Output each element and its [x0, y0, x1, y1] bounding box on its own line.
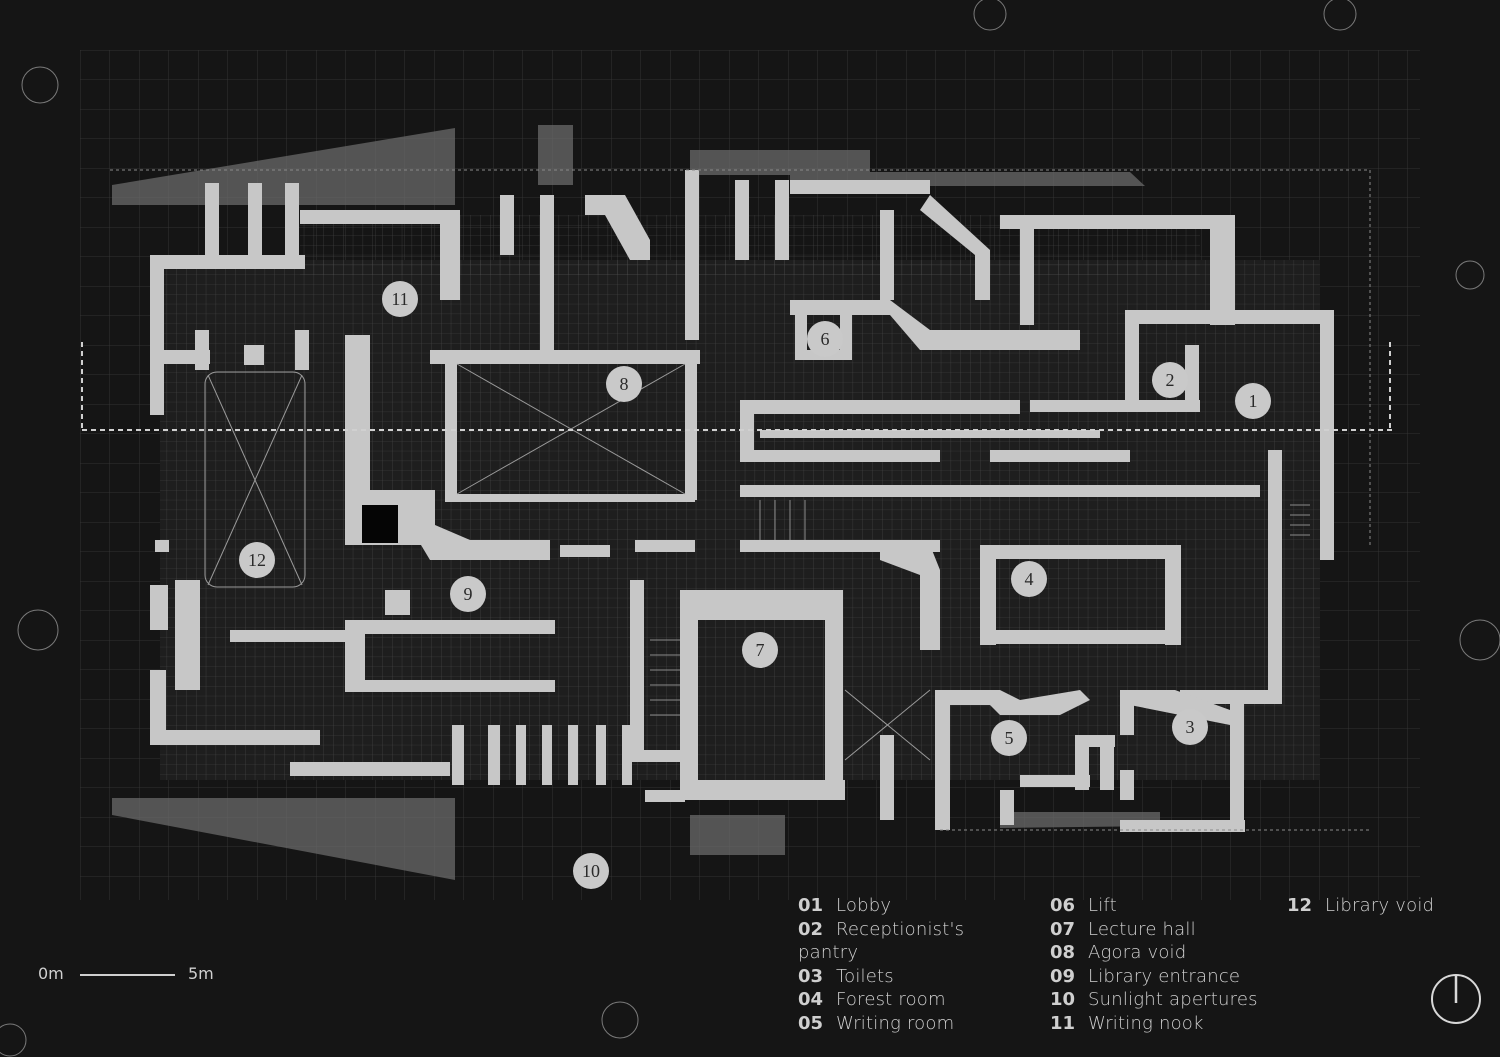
room-marker-12: 12 [239, 542, 275, 578]
outline [110, 169, 1371, 831]
section-line [81, 342, 1392, 431]
room-marker-11: 11 [382, 281, 418, 317]
room-marker-2: 2 [1152, 362, 1188, 398]
scale-start-label: 0m [38, 964, 64, 983]
core-block [362, 505, 398, 543]
room-marker-3: 3 [1172, 709, 1208, 745]
legend-item-continuation: pantry [798, 942, 859, 964]
north-arrow-icon [1431, 974, 1481, 1024]
room-marker-1: 1 [1235, 383, 1271, 419]
scale-end-label: 5m [188, 964, 214, 983]
room-marker-4: 4 [1011, 561, 1047, 597]
room-marker-5: 5 [991, 720, 1027, 756]
room-marker-10: 10 [573, 853, 609, 889]
room-marker-6: 6 [807, 321, 843, 357]
stairs [650, 500, 1310, 716]
room-marker-7: 7 [742, 632, 778, 668]
room-marker-9: 9 [450, 576, 486, 612]
walls [150, 170, 1334, 832]
room-marker-8: 8 [606, 366, 642, 402]
